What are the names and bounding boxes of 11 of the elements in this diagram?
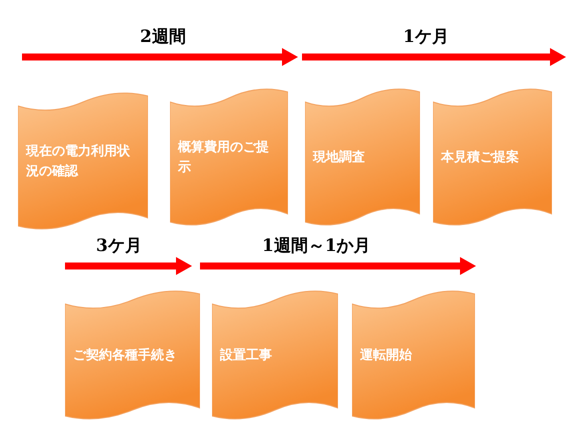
duration-label: 1週間～1か月 (262, 235, 371, 257)
process-box: ご契約各種手続き (65, 290, 200, 422)
duration-label: 2週間 (140, 26, 186, 48)
duration-label: 3ケ月 (96, 235, 142, 257)
process-box: 本見積ご提案 (433, 88, 552, 228)
process-box: 現地調査 (305, 88, 420, 228)
duration-label: 1ケ月 (403, 26, 449, 48)
process-box: 現在の電力利用状況の確認 (18, 92, 148, 232)
process-box: 概算費用のご提示 (170, 88, 288, 228)
process-box: 設置工事 (212, 290, 338, 422)
process-box: 運転開始 (352, 290, 475, 422)
